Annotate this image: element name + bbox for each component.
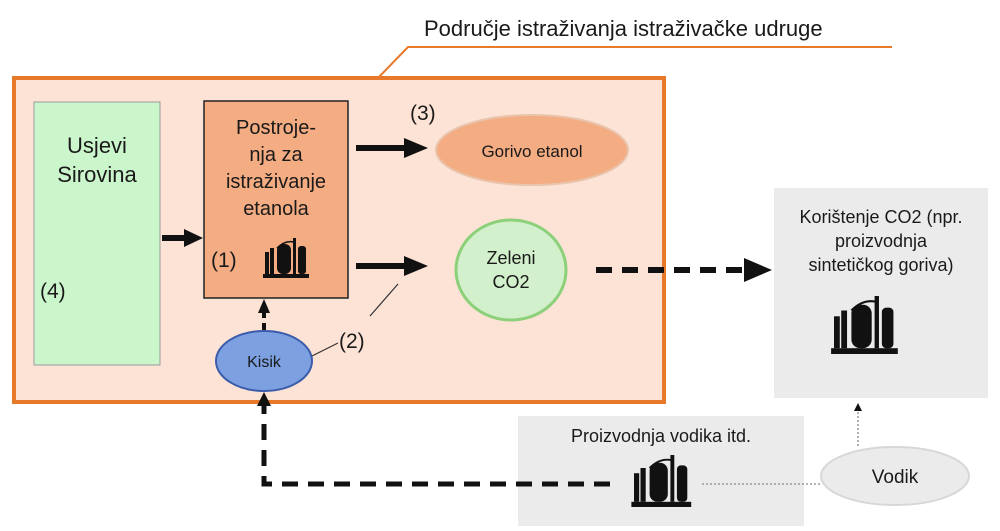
ethanol-plant-box: [203, 100, 349, 299]
hydrogen-production-label: Proizvodnja vodika itd.: [571, 426, 751, 446]
title-leader-line: [377, 46, 892, 79]
oxygen-ellipse: [215, 330, 313, 392]
oxygen-marker-leader: [311, 342, 339, 357]
green-co2-circle: [454, 218, 568, 322]
co2-marker-leader: [369, 283, 399, 317]
crops-box: [33, 101, 161, 366]
plant-label-line2: nja za: [249, 144, 303, 166]
co2-label-line2: CO2: [492, 272, 529, 292]
plant-marker: (1): [211, 249, 237, 272]
co2-usage-box: [774, 188, 988, 398]
plant-label-line1: Postroje-: [236, 117, 316, 139]
diagram-title: Područje istraživanja istraživačke udrug…: [424, 16, 823, 41]
usage-label-line1: Korištenje CO2 (npr.: [799, 207, 962, 227]
usage-label-line3: sintetičkog goriva): [808, 255, 953, 275]
fuel-label: Gorivo etanol: [481, 142, 582, 161]
plant-label-line4: etanola: [243, 198, 309, 220]
fuel-marker: (3): [410, 102, 436, 125]
oxygen-label: Kisik: [247, 354, 282, 371]
oxygen-marker: (2): [339, 330, 365, 353]
crops-label-line1: Usjevi: [67, 133, 127, 158]
co2-label-line1: Zeleni: [486, 248, 535, 268]
plant-label-line3: istraživanje: [226, 171, 326, 193]
fuel-ethanol-ellipse: [435, 114, 629, 186]
usage-label-line2: proizvodnja: [835, 231, 928, 251]
hydrogen-ellipse: [820, 446, 970, 506]
hydrogen-label: Vodik: [872, 467, 919, 488]
crops-label-line2: Sirovina: [57, 162, 137, 187]
arrow-hydrogen-production-to-oxygen: [261, 404, 610, 487]
crops-marker: (4): [40, 280, 66, 303]
